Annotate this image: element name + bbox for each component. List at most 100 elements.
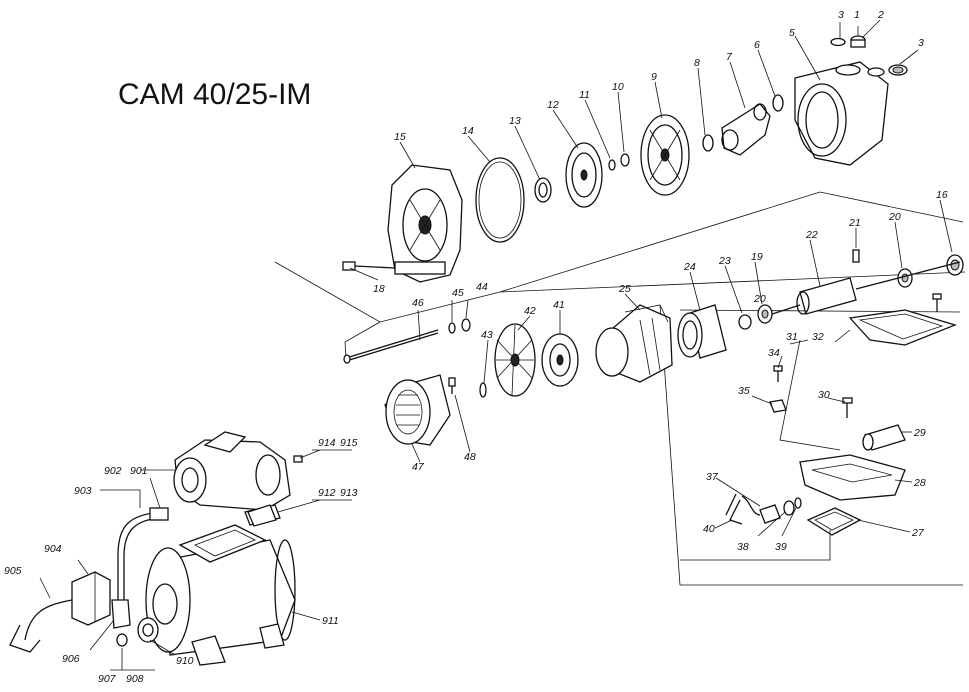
o-ring-part-8 <box>702 134 714 152</box>
callout-911: 911 <box>322 615 339 627</box>
callout-48: 48 <box>464 451 476 463</box>
callout-21: 21 <box>848 217 861 229</box>
washer-part-45 <box>448 322 456 334</box>
callout-15: 15 <box>394 131 406 143</box>
cable-gland-part-37 <box>759 504 781 524</box>
assembly-boundary-lines <box>274 191 966 586</box>
callout-907: 907 <box>98 673 117 685</box>
gland-nut-part-38 <box>783 500 795 516</box>
callout-38: 38 <box>737 541 749 553</box>
callout-27: 27 <box>911 527 925 539</box>
callout-25: 25 <box>618 283 631 295</box>
callout-39: 39 <box>775 541 787 553</box>
assembled-pump-motor <box>173 431 291 511</box>
callout-20-left: 20 <box>753 293 766 305</box>
fan-cover-part-47 <box>384 374 451 446</box>
callout-905: 905 <box>4 565 22 577</box>
o-ring-part-6 <box>772 94 784 112</box>
venturi-part-7 <box>721 103 771 156</box>
cooling-fan-part-42 <box>494 323 536 397</box>
terminal-box-gasket-part-27 <box>806 507 862 536</box>
motor-housing-part-25 <box>595 304 673 383</box>
tie-rod-part-46 <box>343 329 439 364</box>
bracket-part-912-913 <box>247 504 277 527</box>
end-shield-part-41 <box>541 333 579 387</box>
callout-14: 14 <box>462 125 474 137</box>
rotor-shaft-part-22 <box>759 261 961 319</box>
callout-903: 903 <box>74 485 92 497</box>
callout-44: 44 <box>476 281 488 293</box>
callout-18: 18 <box>373 283 385 295</box>
callout-16: 16 <box>936 189 948 201</box>
callout-910: 910 <box>176 655 194 667</box>
callout-5: 5 <box>789 27 795 39</box>
callout-9: 9 <box>651 71 657 83</box>
motor-bracket-part-15 <box>387 164 463 283</box>
callout-6: 6 <box>754 39 760 51</box>
callout-19: 19 <box>751 251 763 263</box>
five-way-fitting-part-906 <box>111 599 131 629</box>
nut-part-10 <box>620 153 630 167</box>
callout-13: 13 <box>509 115 521 127</box>
bearing-part-20-left <box>757 304 773 324</box>
screw-part-914-915 <box>293 455 303 463</box>
terminal-box-cover-part-32 <box>848 309 957 346</box>
callout-41: 41 <box>553 299 565 311</box>
callout-913: 913 <box>340 487 358 499</box>
callout-28: 28 <box>913 477 926 489</box>
callout-7: 7 <box>726 51 733 63</box>
pump-casing-part-5 <box>794 61 889 166</box>
callout-902: 902 <box>104 465 122 477</box>
stator-part-24 <box>677 304 727 359</box>
callout-42: 42 <box>524 305 536 317</box>
screw-part-30 <box>842 397 853 418</box>
switch-cable-part-905 <box>9 599 73 653</box>
fitting-part-907-908 <box>116 633 128 647</box>
callout-31: 31 <box>786 331 798 343</box>
pressure-tank-part-911 <box>145 524 296 666</box>
callout-1: 1 <box>854 9 860 21</box>
manometer-part-910 <box>137 617 159 643</box>
cover-screw-part-31 <box>932 293 942 312</box>
callout-34: 34 <box>768 347 780 359</box>
callout-43: 43 <box>481 329 493 341</box>
bolt-part-18 <box>342 261 396 271</box>
callout-906: 906 <box>62 653 80 665</box>
callout-3-top: 3 <box>838 9 844 21</box>
diffuser-part-9 <box>640 114 690 196</box>
callout-45: 45 <box>452 287 464 299</box>
callout-8: 8 <box>694 57 700 69</box>
callout-46: 46 <box>412 297 424 309</box>
cable-clamp-part-35 <box>769 399 787 413</box>
gasket-part-3-top <box>830 37 846 47</box>
callout-22: 22 <box>805 229 818 241</box>
mechanical-seal-part-13 <box>534 177 552 203</box>
terminal-box-base-part-28 <box>799 454 906 501</box>
callout-912: 912 <box>318 487 336 499</box>
key-part-21 <box>852 249 860 263</box>
callout-20-right: 20 <box>888 211 901 223</box>
callout-914: 914 <box>318 437 336 449</box>
callout-40: 40 <box>703 523 715 535</box>
nipple-part-901-902 <box>149 507 169 521</box>
plug-part-3-side <box>888 64 908 76</box>
leader-lines <box>39 19 953 671</box>
diagram-title: CAM 40/25-IM <box>118 78 311 111</box>
callout-12: 12 <box>547 99 559 111</box>
washer-part-11 <box>608 159 616 171</box>
seal-part-39 <box>794 497 802 509</box>
fan-cover-screw-part-48 <box>448 377 456 394</box>
callout-37: 37 <box>706 471 719 483</box>
wave-washer-part-23 <box>738 314 752 330</box>
callout-10: 10 <box>612 81 624 93</box>
callout-11: 11 <box>579 89 590 101</box>
callout-24: 24 <box>683 261 696 273</box>
screw-part-34 <box>773 365 783 382</box>
callout-29: 29 <box>913 427 926 439</box>
bearing-part-20-right <box>897 268 913 288</box>
callout-23: 23 <box>718 255 731 267</box>
pressure-switch-part-904 <box>71 571 111 626</box>
callout-32: 32 <box>812 331 824 343</box>
callout-labels: 3 1 2 3 5 6 7 8 9 10 11 12 13 14 15 16 1… <box>4 9 948 685</box>
